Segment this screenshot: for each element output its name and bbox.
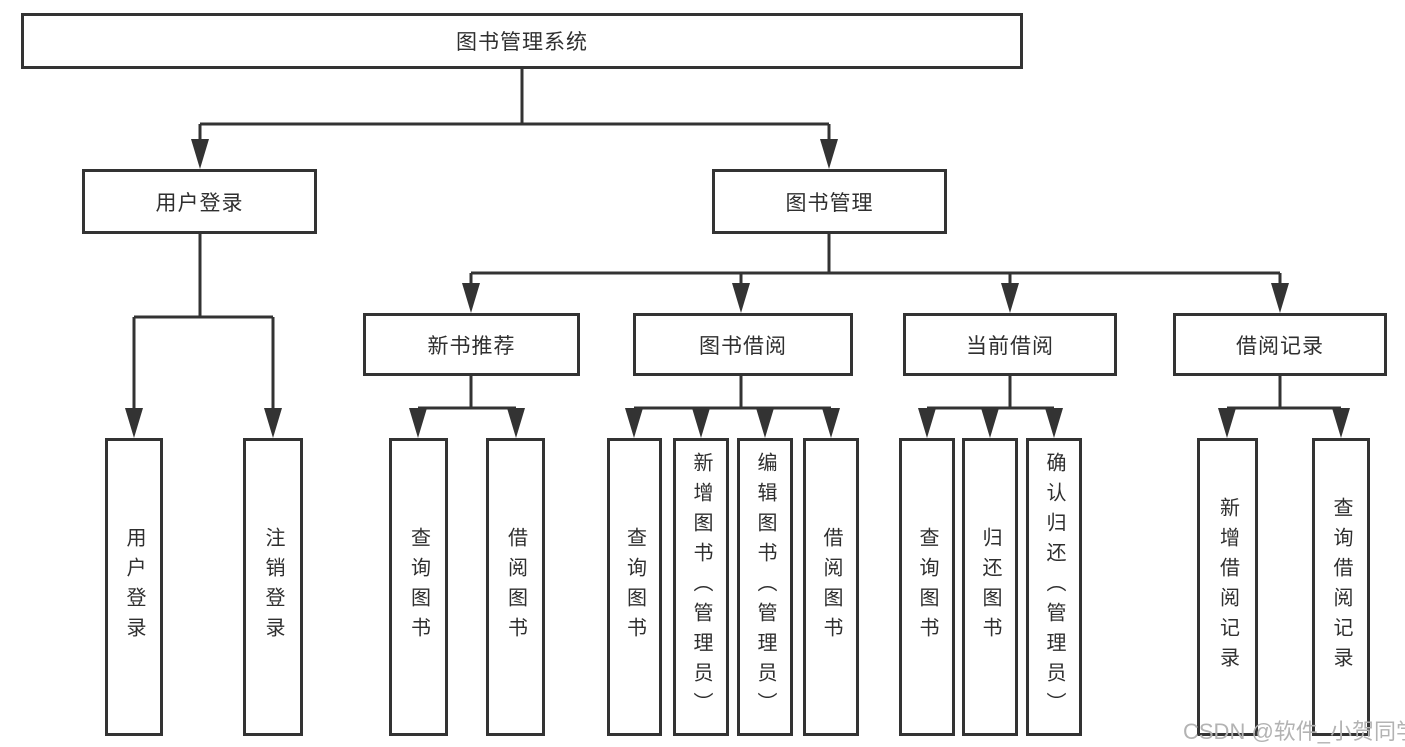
arrow-down-icon: [625, 408, 643, 438]
arrow-down-icon: [409, 408, 427, 438]
node-borrowing-records: 借阅记录: [1173, 313, 1387, 376]
leaf-logout-label: 注销登录: [262, 527, 284, 647]
node-borrowing-records-label: 借阅记录: [1236, 334, 1324, 358]
node-book-management-label: 图书管理: [785, 191, 874, 215]
leaf-query-books-current-label: 查询图书: [916, 527, 938, 647]
leaf-return-books: 归还图书: [962, 438, 1018, 736]
leaf-borrow-books-borrowing: 借阅图书: [803, 438, 859, 736]
leaf-confirm-return-admin: 确认归还（管理员）: [1026, 438, 1082, 736]
node-user-login: 用户登录: [82, 169, 317, 234]
arrow-down-icon: [1271, 283, 1289, 313]
leaf-query-borrow-record: 查询借阅记录: [1312, 438, 1370, 736]
leaf-edit-book-admin: 编辑图书（管理员）: [737, 438, 793, 736]
leaf-add-book-admin-label: 新增图书（管理员）: [690, 452, 712, 722]
node-book-borrowing: 图书借阅: [633, 313, 853, 376]
arrow-down-icon: [191, 139, 209, 169]
arrow-down-icon: [820, 139, 838, 169]
csdn-watermark: CSDN @软件_小贺同学: [1183, 719, 1405, 744]
leaf-edit-book-admin-label: 编辑图书（管理员）: [754, 452, 776, 722]
arrow-down-icon: [507, 408, 525, 438]
node-book-borrowing-label: 图书借阅: [699, 334, 787, 358]
leaf-user-login-label: 用户登录: [123, 527, 145, 647]
arrow-down-icon: [732, 283, 750, 313]
node-current-borrowing: 当前借阅: [903, 313, 1117, 376]
leaf-query-books-recommend: 查询图书: [389, 438, 448, 736]
leaf-add-borrow-record-label: 新增借阅记录: [1216, 497, 1239, 677]
leaf-borrow-books-recommend: 借阅图书: [486, 438, 545, 736]
arrow-down-icon: [462, 283, 480, 313]
leaf-borrow-books-borrowing-label: 借阅图书: [820, 527, 842, 647]
arrow-down-icon: [692, 408, 710, 438]
arrowheads: [125, 139, 1350, 438]
arrow-down-icon: [981, 408, 999, 438]
leaf-query-borrow-record-label: 查询借阅记录: [1330, 497, 1352, 677]
leaf-query-books-borrowing-label: 查询图书: [623, 527, 646, 647]
node-current-borrowing-label: 当前借阅: [966, 334, 1054, 358]
arrow-down-icon: [822, 408, 840, 438]
node-user-login-label: 用户登录: [155, 191, 244, 215]
leaf-add-book-admin: 新增图书（管理员）: [673, 438, 729, 736]
arrow-down-icon: [264, 408, 282, 438]
arrow-down-icon: [1045, 408, 1063, 438]
arrow-down-icon: [918, 408, 936, 438]
arrow-down-icon: [1218, 408, 1236, 438]
node-book-management: 图书管理: [712, 169, 947, 234]
node-new-book-recommend-label: 新书推荐: [427, 334, 516, 358]
leaf-confirm-return-admin-label: 确认归还（管理员）: [1043, 452, 1065, 722]
arrow-down-icon: [756, 408, 774, 438]
node-new-book-recommend: 新书推荐: [363, 313, 580, 376]
leaf-user-login: 用户登录: [105, 438, 163, 736]
arrow-down-icon: [1332, 408, 1350, 438]
leaf-query-books-current: 查询图书: [899, 438, 955, 736]
node-root-label: 图书管理系统: [456, 31, 588, 54]
leaf-logout: 注销登录: [243, 438, 303, 736]
arrow-down-icon: [125, 408, 143, 438]
leaf-query-books-borrowing: 查询图书: [607, 438, 662, 736]
leaf-borrow-books-recommend-label: 借阅图书: [504, 527, 527, 647]
arrow-down-icon: [1001, 283, 1019, 313]
node-root: 图书管理系统: [21, 13, 1023, 69]
leaf-query-books-recommend-label: 查询图书: [407, 527, 430, 647]
leaf-add-borrow-record: 新增借阅记录: [1197, 438, 1258, 736]
leaf-return-books-label: 归还图书: [979, 527, 1001, 647]
